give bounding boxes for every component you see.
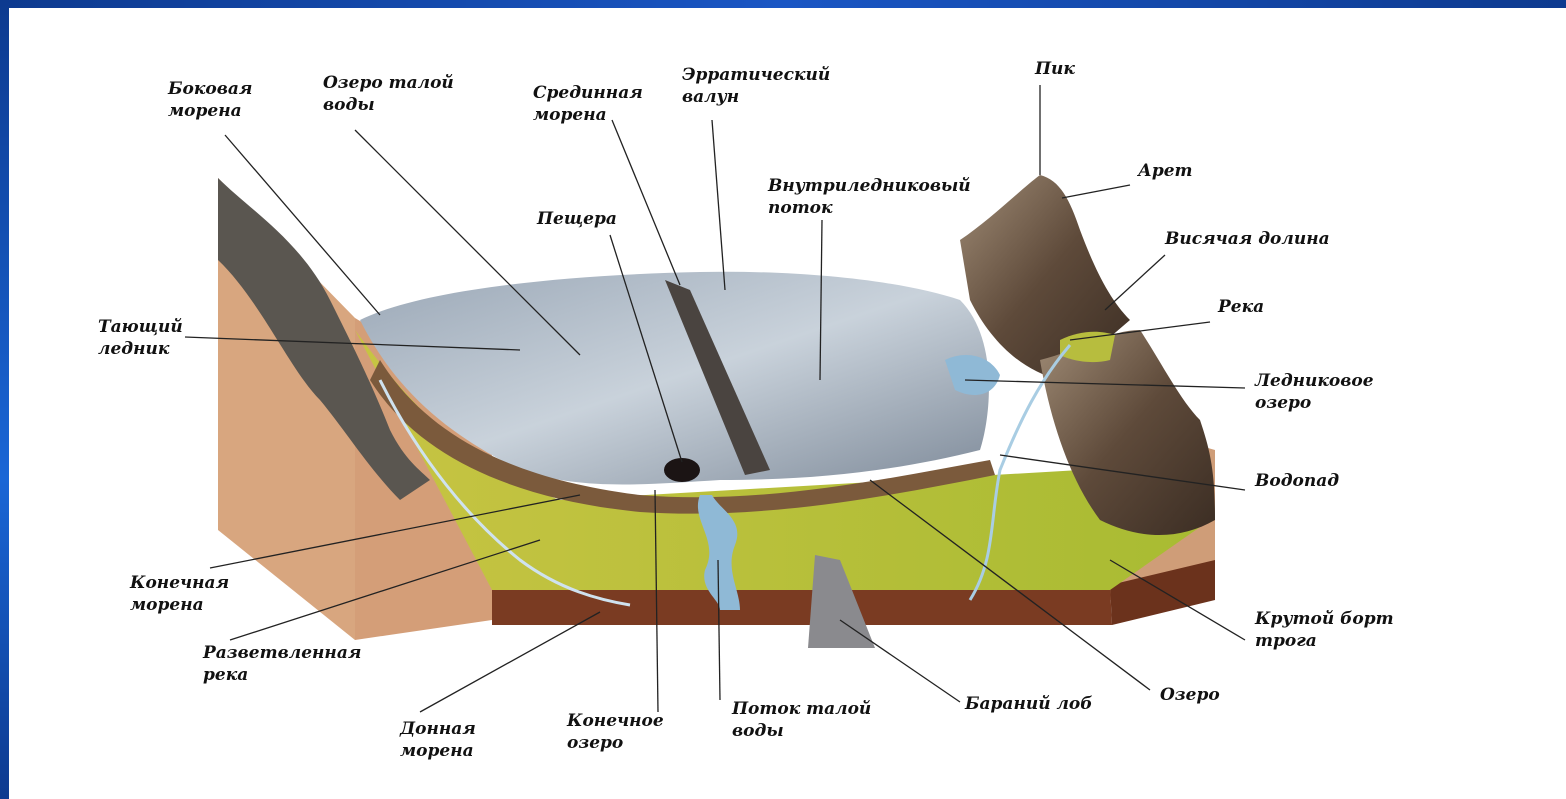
label-konechnaya-morena: Конечная морена [130, 572, 229, 616]
label-vodopad: Водопад [1255, 470, 1339, 492]
label-ozero-taloy-vody: Озеро талой воды [323, 72, 454, 116]
leader-visyachaya-dolina [1105, 255, 1165, 310]
label-donnaya-morena: Донная морена [400, 718, 476, 762]
label-potok-taloy-vody: Поток талой воды [732, 698, 871, 742]
label-tayushchiy-lednik: Тающий ледник [98, 316, 183, 360]
label-erraticheskiy-valun: Эрратический валун [682, 64, 830, 108]
label-pik: Пик [1035, 58, 1075, 80]
label-reka: Река [1218, 296, 1264, 318]
label-krutoy-bort-troga: Крутой борт трога [1255, 608, 1394, 652]
leader-sredinnaya-morena [612, 120, 680, 285]
label-aret: Арет [1138, 160, 1193, 182]
label-razvetvlennaya-reka: Разветвленная река [203, 642, 361, 686]
label-sredinnaya-morena: Срединная морена [533, 82, 643, 126]
label-konechnoe-ozero: Конечное озеро [567, 710, 664, 754]
leader-erraticheskiy-valun [712, 120, 725, 290]
label-ozero: Озеро [1160, 684, 1220, 706]
leader-baraniy-lob [840, 620, 960, 702]
label-peschera: Пещера [537, 208, 617, 230]
leader-donnaya-morena [420, 612, 600, 712]
label-lednikovoe-ozero: Ледниковое озеро [1255, 370, 1374, 414]
label-baraniy-lob: Бараний лоб [965, 693, 1093, 715]
label-vnutrilednikovy-potok: Внутриледниковый поток [768, 175, 971, 219]
label-bokovaya-morena: Боковая морена [168, 78, 252, 122]
leader-aret [1062, 185, 1130, 198]
label-visyachaya-dolina: Висячая долина [1165, 228, 1330, 250]
